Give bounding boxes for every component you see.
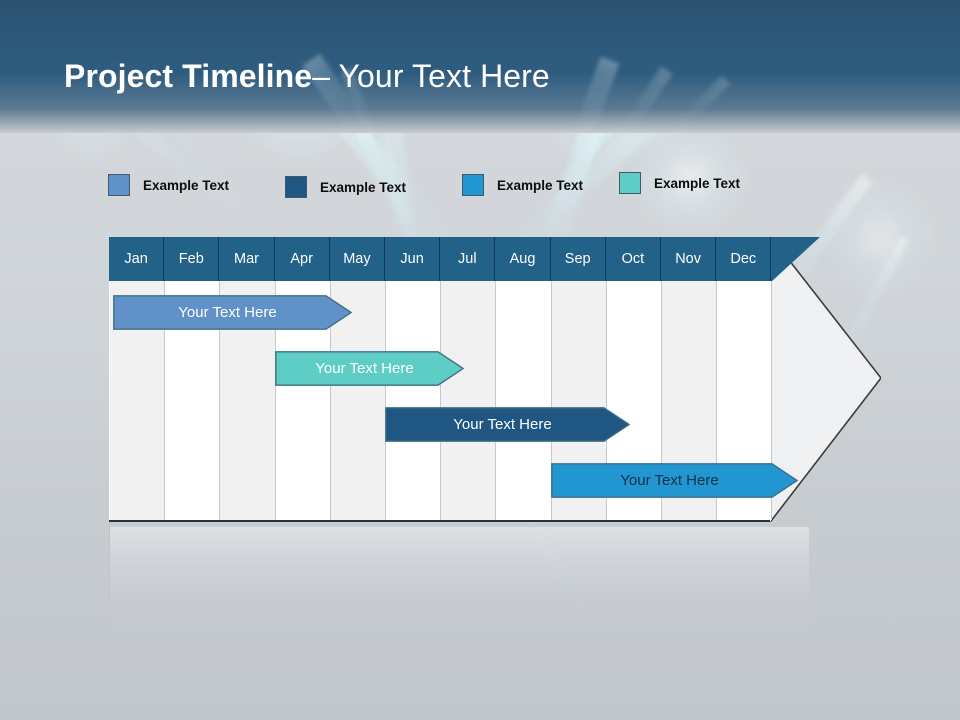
month-header-sep[interactable]: Sep — [550, 237, 606, 281]
timeline-bar-shape — [551, 463, 798, 498]
legend-item-4[interactable]: Example Text — [619, 172, 740, 194]
light-ray — [608, 66, 673, 133]
light-ray — [664, 75, 731, 133]
title-band — [0, 0, 960, 133]
grid-column-jun — [386, 281, 442, 520]
grid-divider — [660, 281, 662, 520]
month-header-mar[interactable]: Mar — [219, 237, 275, 281]
legend-label-1: Example Text — [143, 177, 230, 193]
timeline-reflection — [109, 527, 809, 632]
grid-divider — [164, 281, 166, 520]
timeline-bar-shape — [275, 351, 464, 386]
month-header-may[interactable]: May — [329, 237, 385, 281]
legend-item-2[interactable]: Example Text — [285, 176, 406, 198]
grid-column-jul — [441, 281, 497, 520]
timeline-bar-label-2: Your Text Here — [315, 360, 414, 377]
timeline-bottom-border — [109, 520, 770, 522]
grid-divider — [495, 281, 497, 520]
timeline-bar-label-3: Your Text Here — [453, 416, 552, 433]
grid-divider — [716, 281, 718, 520]
grid-column-aug — [496, 281, 552, 520]
timeline-bar-2[interactable]: Your Text Here — [275, 351, 464, 386]
month-header-nov[interactable]: Nov — [661, 237, 717, 281]
page-title: Project Timeline– Your Text Here — [64, 57, 550, 95]
legend-item-3[interactable]: Example Text — [462, 174, 583, 196]
month-header-jun[interactable]: Jun — [385, 237, 441, 281]
grid-divider — [605, 281, 607, 520]
grid-divider — [440, 281, 442, 520]
legend-swatch-4 — [619, 172, 641, 194]
month-header-jan[interactable]: Jan — [109, 237, 165, 281]
legend-swatch-2 — [285, 176, 307, 198]
month-header-aug[interactable]: Aug — [495, 237, 551, 281]
grid-divider — [274, 281, 276, 520]
grid-divider — [384, 281, 386, 520]
timeline-bar-3[interactable]: Your Text Here — [385, 407, 630, 442]
grid-divider — [550, 281, 552, 520]
timeline-bar-1[interactable]: Your Text Here — [113, 295, 352, 330]
page-title-bold: Project Timeline — [64, 58, 313, 94]
legend-label-2: Example Text — [320, 179, 407, 195]
legend-swatch-1 — [108, 174, 130, 196]
grid-divider — [219, 281, 221, 520]
timeline-bar-label-1: Your Text Here — [178, 304, 277, 321]
timeline-bar-label-4: Your Text Here — [620, 472, 719, 489]
light-ray — [562, 56, 620, 133]
month-header-oct[interactable]: Oct — [605, 237, 661, 281]
legend-label-3: Example Text — [497, 177, 584, 193]
legend: Example Text Example Text Example Text Exam… — [108, 165, 848, 199]
timeline-bar-shape — [385, 407, 630, 442]
grid-divider — [771, 281, 773, 520]
month-header-feb[interactable]: Feb — [164, 237, 220, 281]
reflection-edge — [109, 527, 110, 632]
legend-label-4: Example Text — [654, 175, 741, 191]
legend-item-1[interactable]: Example Text — [108, 174, 229, 196]
grid-divider — [329, 281, 331, 520]
page-title-light: – Your Text Here — [312, 58, 550, 94]
legend-swatch-3 — [462, 174, 484, 196]
month-header-apr[interactable]: Apr — [274, 237, 330, 281]
month-header-dec[interactable]: Dec — [716, 237, 772, 281]
month-header-jul[interactable]: Jul — [440, 237, 496, 281]
timeline-bar-4[interactable]: Your Text Here — [551, 463, 798, 498]
